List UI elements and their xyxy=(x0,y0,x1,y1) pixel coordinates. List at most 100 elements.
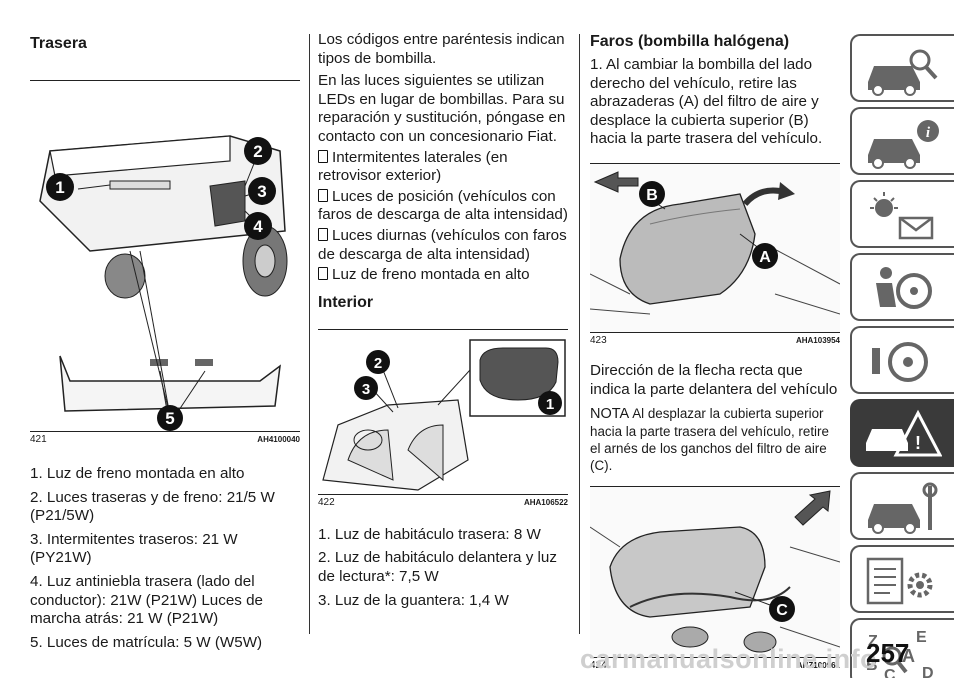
svg-text:C: C xyxy=(776,602,788,619)
list-item: 2. Luces traseras y de freno: 21/5 W (P2… xyxy=(30,488,275,525)
callout-b: B xyxy=(639,180,665,207)
figure-caption: 421 AH4100040 xyxy=(30,432,300,445)
callout-a: A xyxy=(752,242,778,269)
figure-code: AHA103954 xyxy=(795,335,840,345)
warning-light-mail-icon xyxy=(870,192,934,240)
figure-interior: 2 3 1 xyxy=(318,329,568,494)
svg-text:1: 1 xyxy=(546,396,554,413)
svg-text:1: 1 xyxy=(55,178,64,197)
divider xyxy=(318,328,568,330)
note: NOTA Al desplazar la cubierta superior h… xyxy=(590,405,840,474)
divider xyxy=(318,493,568,495)
settings-list-icon xyxy=(866,557,933,605)
figure-code: AH4100040 xyxy=(257,435,300,444)
svg-text:4: 4 xyxy=(253,217,263,236)
heading-faros: Faros (bombilla halógena) xyxy=(590,33,790,50)
callout-2: 2 xyxy=(244,137,272,165)
svg-text:C: C xyxy=(884,667,896,678)
car-search-icon xyxy=(868,49,938,96)
car-info-icon: i xyxy=(868,120,939,169)
figure-caption: 422 AHA106522 xyxy=(318,495,568,508)
instruction-text: 1. Al cambiar la bombilla del lado derec… xyxy=(590,56,823,148)
callout-1: 1 xyxy=(46,173,74,201)
led-bullet: Intermitentes laterales (en retrovisor e… xyxy=(318,148,508,185)
column-rear: Trasera 1 2 3 4 5 xyxy=(30,0,300,652)
svg-text:A: A xyxy=(759,249,771,266)
bulb-list-interior: 1. Luz de habitáculo trasera: 8 W 2. Luz… xyxy=(318,526,568,610)
svg-text:i: i xyxy=(926,125,931,141)
column-headlamps: Faros (bombilla halógena) 1. Al cambiar … xyxy=(590,0,840,671)
callout-3: 3 xyxy=(354,375,378,400)
column-divider xyxy=(309,34,310,634)
figure-number: 423 xyxy=(590,334,607,346)
tab-technical-specs[interactable] xyxy=(850,545,954,613)
svg-text:!: ! xyxy=(915,433,921,453)
svg-text:A: A xyxy=(902,646,915,666)
column-interior: Los códigos entre paréntesis indican tip… xyxy=(318,0,568,610)
divider xyxy=(590,657,840,659)
list-item: 2. Luz de habitáculo delantera y luz de … xyxy=(318,549,557,585)
divider xyxy=(590,486,840,488)
figure-air-filter: B A xyxy=(590,163,840,332)
column-divider xyxy=(579,34,580,634)
alphabet-index-icon: Z EA BC D xyxy=(866,629,934,678)
figure-caption: 424 AHZ100961 xyxy=(590,658,840,671)
led-bullet: Luz de freno montada en alto xyxy=(318,266,568,285)
divider xyxy=(30,431,300,432)
callout-1: 1 xyxy=(538,390,562,415)
tab-car-search[interactable] xyxy=(850,34,954,102)
svg-text:E: E xyxy=(916,629,927,646)
list-item: 1. Luz de habitáculo trasera: 8 W xyxy=(318,525,541,543)
checkbox-icon xyxy=(318,227,328,241)
led-text: En las luces siguientes se utilizan LEDs… xyxy=(318,72,566,145)
figure-number: 424 xyxy=(590,660,607,672)
svg-text:5: 5 xyxy=(165,409,174,428)
car-warning-icon: ! xyxy=(866,409,942,457)
figure-harness: C xyxy=(590,487,840,658)
checkbox-icon xyxy=(318,267,328,281)
checkbox-icon xyxy=(318,149,328,163)
list-item: 5. Luces de matrícula: 5 W (W5W) xyxy=(30,633,263,651)
checkbox-icon xyxy=(318,188,328,202)
note-text: Al desplazar la cubierta superior hacia … xyxy=(590,406,829,474)
figure-code: AHZ100961 xyxy=(796,661,840,671)
svg-text:Z: Z xyxy=(868,633,878,650)
callout-5: 5 xyxy=(157,405,183,431)
svg-text:3: 3 xyxy=(362,381,370,398)
bulb-list-rear: 1. Luz de freno montada en alto 2. Luces… xyxy=(30,465,300,652)
tab-starting-driving[interactable] xyxy=(850,326,954,394)
figure-code: AHA106522 xyxy=(523,497,568,507)
heading-trasera: Trasera xyxy=(30,35,87,52)
figure-rear-truck: 1 2 3 4 5 xyxy=(30,81,300,431)
direction-text: Dirección de la flecha recta que indica … xyxy=(590,361,838,398)
intro-text: Los códigos entre paréntesis indican tip… xyxy=(318,31,565,67)
led-bullet: Luces de posición (vehículos con faros d… xyxy=(318,187,568,224)
svg-text:D: D xyxy=(922,665,934,678)
svg-text:2: 2 xyxy=(253,142,262,161)
tab-car-info[interactable]: i xyxy=(850,107,954,175)
callout-3: 3 xyxy=(248,177,276,205)
svg-text:B: B xyxy=(646,187,658,204)
tab-safety[interactable] xyxy=(850,253,954,321)
tab-emergency[interactable]: ! xyxy=(850,399,954,467)
figure-number: 421 xyxy=(30,434,47,445)
divider xyxy=(30,80,300,81)
heading-interior: Interior xyxy=(318,293,374,311)
note-label: NOTA xyxy=(590,406,630,423)
callout-2: 2 xyxy=(366,349,390,374)
svg-text:B: B xyxy=(866,657,878,674)
airbag-steering-icon xyxy=(876,267,932,309)
callout-c: C xyxy=(769,596,795,623)
list-item: 3. Luz de la guantera: 1,4 W xyxy=(318,591,509,609)
divider xyxy=(590,331,840,333)
divider xyxy=(590,162,840,164)
list-item: 3. Intermitentes traseros: 21 W (PY21W) xyxy=(30,530,238,567)
tab-maintenance[interactable] xyxy=(850,472,954,540)
tab-warning-lights[interactable] xyxy=(850,180,954,248)
page-number: 257 xyxy=(866,638,910,668)
list-item: 1. Luz de freno montada en alto xyxy=(30,465,245,482)
figure-number: 422 xyxy=(318,496,335,508)
figure-caption: 423 AHA103954 xyxy=(590,333,840,346)
